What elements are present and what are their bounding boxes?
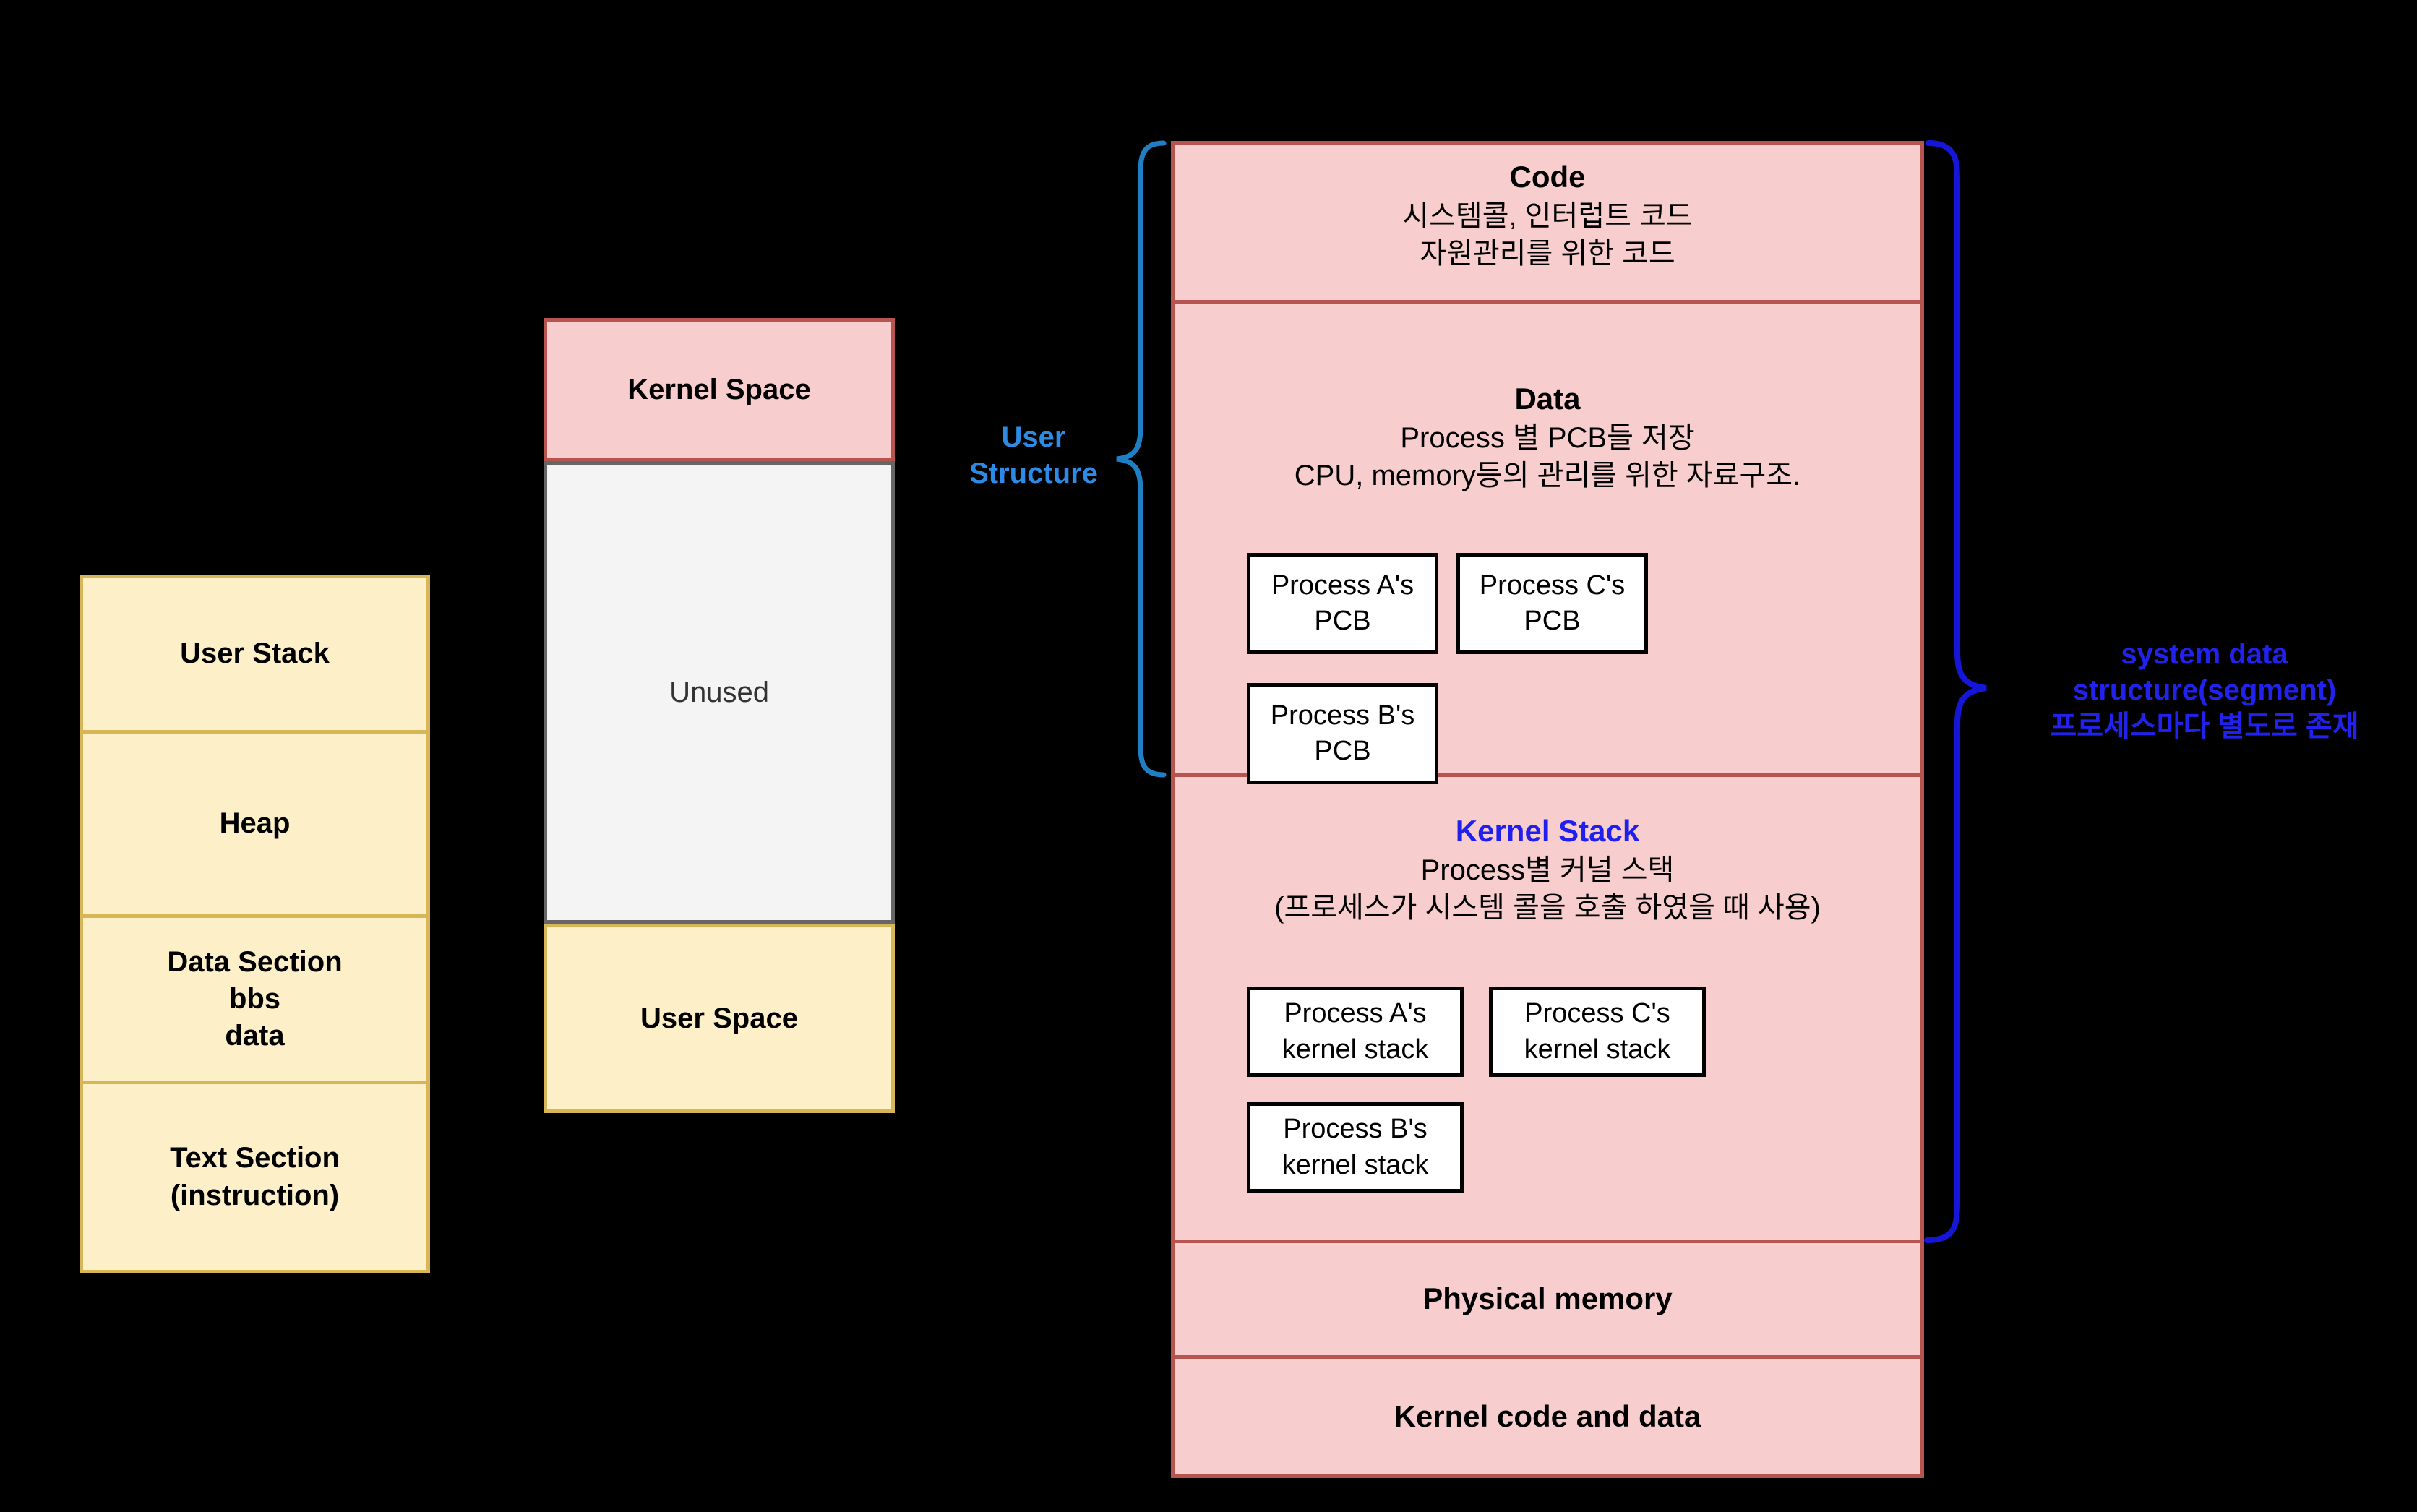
user-address-space-row-data-section: Data Section bbs data	[83, 918, 426, 1084]
user-space-label: User Space	[640, 1002, 798, 1034]
user-address-space-row-label: Heap	[219, 807, 291, 840]
pcb-box-line-1: Process B's	[1270, 700, 1415, 731]
user-address-space-row-label: User Stack	[180, 637, 330, 670]
user-structure-annotation: User Structure	[929, 419, 1138, 491]
system-data-annotation-line-2: structure(segment)	[2072, 674, 2337, 706]
pcb-box-line-2: PCB	[1314, 736, 1371, 766]
user-structure-annotation-line-1: User	[1001, 421, 1066, 453]
code-section-line-1: 시스템콜, 인터럽트 코드	[1402, 199, 1693, 232]
code-section-title: Code	[1509, 160, 1586, 194]
user-address-space-diagram: User Stack Heap Data Section bbs data Te…	[80, 575, 430, 1273]
user-address-space-row-label: Text Section	[170, 1142, 340, 1174]
user-address-space-row-user-stack: User Stack	[83, 578, 426, 734]
kernel-stack-box-process-c: Process C's kernel stack	[1489, 987, 1706, 1077]
kernel-stack-box-line-2: kernel stack	[1282, 1034, 1429, 1065]
kernel-stack-box-line-2: kernel stack	[1524, 1034, 1671, 1065]
kernel-section-kernel-code-and-data: Kernel code and data	[1175, 1359, 1920, 1474]
kernel-section-data: Data Process 별 PCB들 저장 CPU, memory등의 관리를…	[1175, 304, 1920, 784]
code-section-line-2: 자원관리를 위한 코드	[1420, 238, 1675, 270]
kernel-stack-section-title: Kernel Stack	[1455, 814, 1640, 848]
kernel-segments-panel: Code 시스템콜, 인터럽트 코드 자원관리를 위한 코드 Data Proc…	[1171, 141, 1924, 1478]
system-data-structure-annotation: system data structure(segment) 프로세스마다 별도…	[2002, 636, 2407, 744]
pcb-box-line-1: Process C's	[1479, 570, 1626, 601]
kernel-space-label: Kernel Space	[627, 373, 811, 405]
kernel-section-kernel-stack: Kernel Stack Process별 커널 스택 (프로세스가 시스템 콜…	[1175, 777, 1920, 1243]
system-data-annotation-line-1: system data	[2121, 638, 2288, 670]
pcb-box-line-2: PCB	[1524, 606, 1581, 636]
kernel-section-physical-memory: Physical memory	[1175, 1243, 1920, 1359]
kernel-stack-section-line-2: (프로세스가 시스템 콜을 호출 하였을 때 사용)	[1274, 892, 1821, 924]
pcb-box-process-c: Process C's PCB	[1456, 553, 1648, 654]
pcb-box-process-b: Process B's PCB	[1247, 683, 1438, 784]
kernel-stack-box-line-2: kernel stack	[1282, 1149, 1429, 1180]
data-section-title: Data	[1514, 382, 1581, 416]
user-address-space-row-heap: Heap	[83, 734, 426, 918]
kernel-stack-box-process-a: Process A's kernel stack	[1247, 987, 1464, 1077]
data-section-line-1: Process 별 PCB들 저장	[1400, 421, 1695, 454]
kernel-stack-box-line-1: Process B's	[1283, 1114, 1428, 1145]
pcb-box-process-a: Process A's PCB	[1247, 553, 1438, 654]
kernel-stack-box-process-b: Process B's kernel stack	[1247, 1102, 1464, 1193]
user-address-space-row-sublabel-instruction: (instruction)	[170, 1179, 340, 1211]
physical-memory-title: Physical memory	[1422, 1281, 1673, 1316]
pcb-box-line-2: PCB	[1314, 606, 1371, 636]
kernel-stack-box-line-1: Process A's	[1284, 998, 1427, 1029]
system-data-structure-brace-icon	[1924, 140, 1987, 1243]
user-address-space-row-sublabel-bbs: bbs	[228, 982, 281, 1015]
pcb-box-line-1: Process A's	[1271, 570, 1414, 601]
kernel-stack-section-line-1: Process별 커널 스택	[1420, 854, 1675, 886]
address-space-split-diagram: Kernel Space Unused User Space	[544, 318, 895, 1113]
unused-label: Unused	[669, 676, 769, 708]
user-space-block: User Space	[544, 924, 895, 1113]
unused-region-block: Unused	[544, 461, 895, 924]
kernel-space-block: Kernel Space	[544, 318, 895, 461]
user-structure-annotation-line-2: Structure	[969, 458, 1098, 489]
kernel-stack-box-line-1: Process C's	[1524, 998, 1670, 1029]
user-address-space-row-label: Data Section	[167, 945, 343, 978]
kernel-section-code: Code 시스템콜, 인터럽트 코드 자원관리를 위한 코드	[1175, 145, 1920, 304]
kernel-code-and-data-title: Kernel code and data	[1394, 1399, 1701, 1433]
user-address-space-row-sublabel-data: data	[225, 1020, 285, 1052]
data-section-line-2: CPU, memory등의 관리를 위한 자료구조.	[1294, 460, 1801, 492]
system-data-annotation-line-3: 프로세스마다 별도로 존재	[2050, 710, 2359, 742]
user-address-space-row-text-section: Text Section (instruction)	[83, 1084, 426, 1270]
